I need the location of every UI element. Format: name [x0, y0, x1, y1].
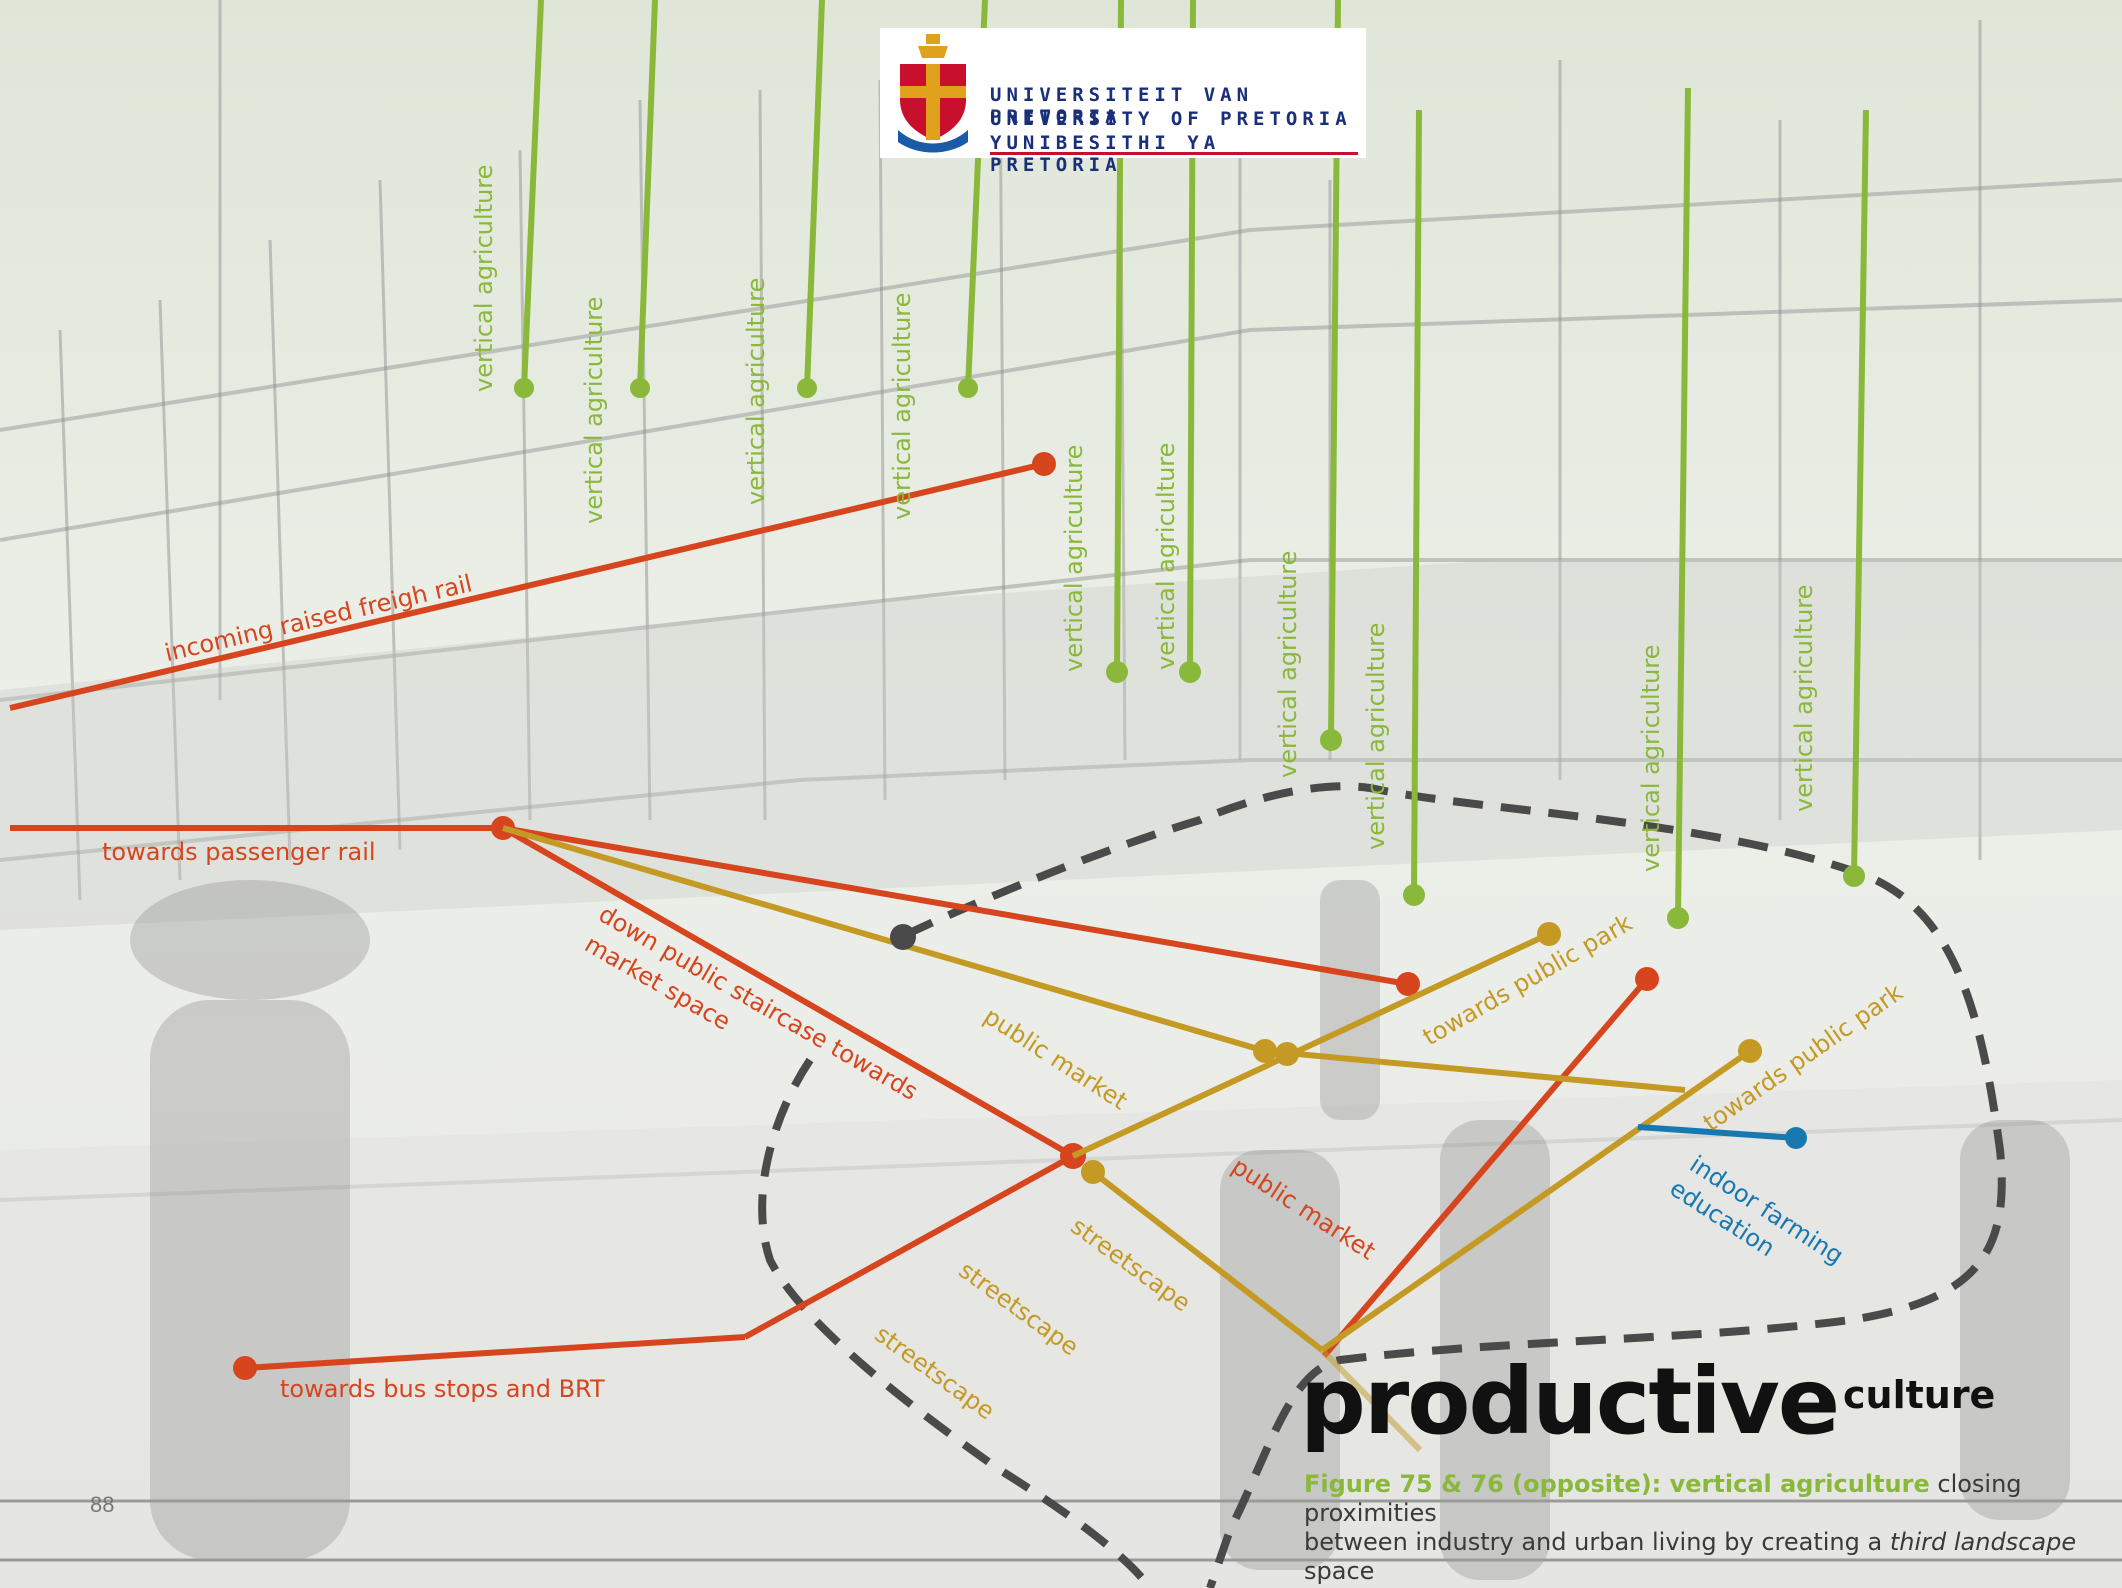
university-logo: UNIVERSITEIT VAN PRETORIA UNIVERSITY OF …: [880, 28, 1366, 176]
figure-caption: Figure 75 & 76 (opposite): vertical agri…: [1304, 1470, 2122, 1586]
vertical-agriculture-label: vertical agriculture: [1790, 584, 1818, 812]
logo-underline: [990, 152, 1358, 155]
boundary-node: [890, 924, 916, 950]
gold-routes: [502, 825, 1752, 1453]
vertical-agriculture-label: vertical agriculture: [888, 292, 916, 520]
streetscape-boundary: [758, 1057, 1154, 1588]
gold-nodes: [1081, 922, 1762, 1184]
caption-emphasis: third landscape: [1889, 1528, 2077, 1556]
red-nodes: [233, 452, 1659, 1380]
red-routes: [9, 461, 1650, 1371]
vertical-agriculture-label: vertical agriculture: [1274, 550, 1302, 778]
logo-text-english: UNIVERSITY OF PRETORIA: [990, 108, 1352, 130]
vertical-agriculture-pins: [514, 0, 1869, 929]
blue-node: [1785, 1127, 1807, 1149]
vertical-agriculture-label: vertical agriculture: [1637, 644, 1665, 872]
bus-stops-label: towards bus stops and BRT: [280, 1375, 605, 1403]
vertical-agriculture-label: vertical agriculture: [1152, 442, 1180, 670]
caption-text: space: [1304, 1557, 1375, 1585]
logo-text-afrikaans: UNIVERSITEIT VAN PRETORIA: [990, 84, 1254, 128]
caption-text: between industry and urban living by cre…: [1304, 1528, 1890, 1556]
passenger-rail-label: towards passenger rail: [102, 838, 376, 866]
logo-text-sepedi: YUNIBESITHI YA PRETORIA: [990, 132, 1221, 176]
vertical-agriculture-label: vertical agriculture: [742, 277, 770, 505]
page-title: productive: [1300, 1348, 1840, 1455]
vertical-agriculture-label: vertical agriculture: [470, 164, 498, 392]
page-title-superscript: culture: [1843, 1373, 1996, 1417]
third-landscape-boundary: [903, 782, 2006, 1588]
blue-route: [1637, 1124, 1797, 1141]
vertical-agriculture-label: vertical agriculture: [1362, 622, 1390, 850]
page-number: 88: [90, 1492, 115, 1517]
building-sketch: [58, 0, 1982, 901]
caption-text: closing proximities: [1304, 1470, 2022, 1527]
caption-figure-ref: Figure 75 & 76 (opposite): vertical agri…: [1304, 1470, 1930, 1498]
crest-icon: [898, 34, 968, 153]
vertical-agriculture-label: vertical agriculture: [580, 296, 608, 524]
vertical-agriculture-label: vertical agriculture: [1060, 444, 1088, 672]
